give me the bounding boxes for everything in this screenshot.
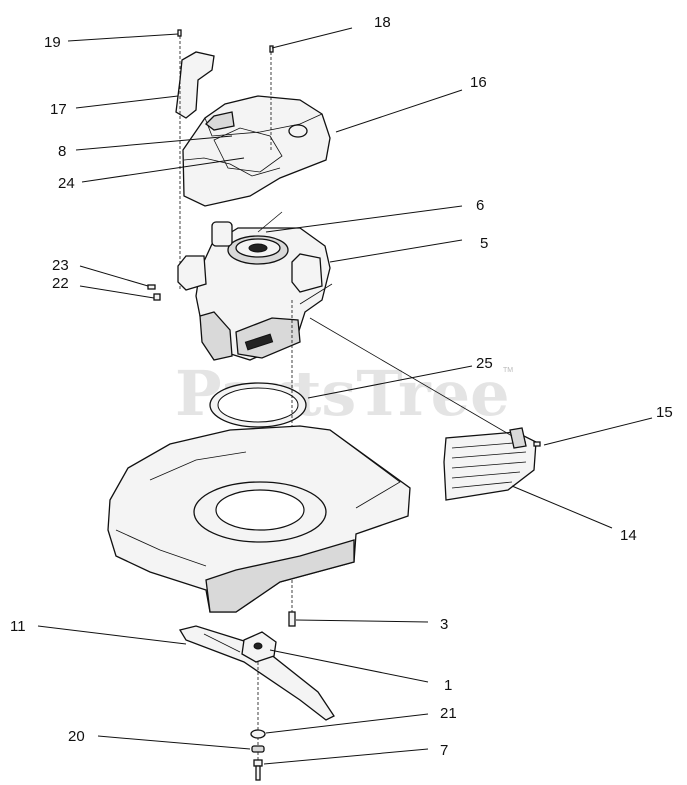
engine-shroud	[182, 95, 331, 207]
callout-16: 16	[470, 74, 487, 91]
callout-19: 19	[44, 34, 61, 51]
blade	[178, 625, 335, 721]
fastener-23	[147, 284, 156, 290]
callout-21: 21	[440, 705, 457, 722]
callout-24: 24	[58, 175, 75, 192]
callout-25: 25	[476, 355, 493, 372]
callout-7: 7	[440, 742, 448, 759]
fastener-22	[153, 293, 161, 301]
callout-14: 14	[620, 527, 637, 544]
mower-deck	[107, 425, 411, 613]
gasket-ring	[209, 382, 307, 428]
shroud-side-panel	[175, 51, 215, 119]
callout-22: 22	[52, 275, 69, 292]
blade-adapter	[241, 631, 277, 663]
guard-alignment-line	[309, 317, 513, 437]
engine-assembly	[177, 211, 333, 361]
callout-labels: 19 18 17 16 8 24 6 5 23 22 25 15 14 11 3…	[10, 14, 673, 759]
screw-15	[533, 441, 541, 447]
blade-bolt-7	[253, 759, 263, 781]
callout-5: 5	[480, 235, 488, 252]
callout-1: 1	[444, 677, 452, 694]
bolt-3	[288, 611, 296, 627]
washer-21	[250, 729, 266, 739]
lock-washer-20	[251, 745, 265, 753]
screw-19	[177, 29, 182, 290]
callout-6: 6	[476, 197, 484, 214]
screw-18	[269, 45, 274, 150]
callout-17: 17	[50, 101, 67, 118]
callout-8: 8	[58, 143, 66, 160]
callout-11: 11	[10, 618, 26, 635]
callout-20: 20	[68, 728, 85, 745]
watermark-trademark: TM	[503, 367, 513, 374]
callout-3: 3	[440, 616, 448, 633]
callout-15: 15	[656, 404, 673, 421]
leader-lines	[37, 27, 653, 765]
callout-18: 18	[374, 14, 391, 31]
callout-23: 23	[52, 257, 69, 274]
rear-guard	[443, 427, 537, 501]
